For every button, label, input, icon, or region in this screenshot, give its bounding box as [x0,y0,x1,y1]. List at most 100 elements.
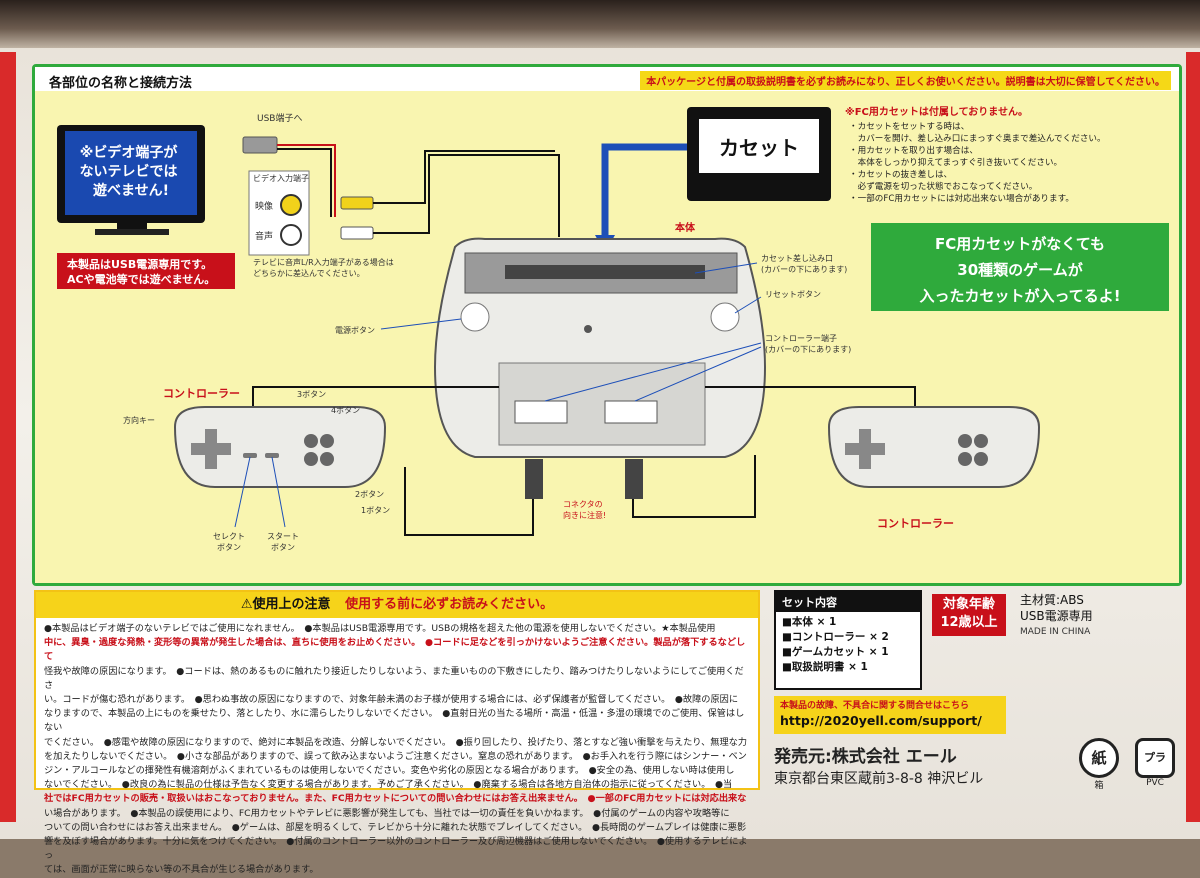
insert-arrow [601,143,687,237]
cartridge-note: 必ず電源を切った状態でおこなってください。 [849,180,1037,192]
age-line-1: 対象年齢 [942,597,995,612]
usb-label: USB端子へ [257,112,302,124]
controller-port-1 [514,400,568,424]
notice-line: 響を及ぼす場合があります。十分に気をつけてください。 ●付属のコントローラー以外… [44,836,748,862]
notice-line: ては、画面が正常に映らない等の不具合が生じる場合があります。 [44,864,319,876]
button-1 [320,452,334,466]
notice-line: なりますので、本製品の上にものを乗せたり、落としたり、水に濡らしたりしないでくだ… [44,708,745,734]
notice-line: ついての問い合わせにはお答え出来ません。 ●ゲームは、部屋を明るくして、テレビか… [44,821,747,833]
controller-left-body [173,406,387,488]
controller-title-left: コントローラー [163,387,240,400]
white-jack-icon [280,224,302,246]
b4-label: 4ボタン [331,406,360,415]
section-title: 各部位の名称と接続方法 [49,76,193,91]
console-label: 本体 [675,221,696,234]
usb-notice-box [57,253,235,289]
select-label-1: セレクト [213,532,245,541]
select-label-2: ボタン [217,543,241,552]
usb-notice-2: ACや電池等では遊べません。 [67,272,215,286]
button-2 [304,452,318,466]
dpad-icon [859,429,871,469]
notice-title: ⚠使用上の注意 [240,597,331,612]
set-contents-title: セット内容 [776,592,920,612]
reset-label: リセットボタン [765,290,821,299]
cartridge-note: カバーを開け、差し込み口にまっすぐ奥まで差込んでください。 [849,132,1106,144]
ports-label-1: コントローラー端子 [765,333,837,343]
notice-title-red: 使用する前に必ずお読みください。 [345,597,554,612]
power-label: 電源ボタン [335,326,375,335]
video-label: 映像 [255,200,273,212]
power-spec: USB電源専用 [1020,609,1093,623]
power-button [460,302,490,332]
usb-notice-1: 本製品はUSB電源専用です。 [67,257,212,271]
notice-body: ●本製品はビデオ端子のないテレビではご使用になれません。 ●本製品はUSB電源専… [44,622,750,878]
cartridge-note: ・カセットをセットする時は、 [849,121,969,132]
start-label-1: スタート [267,532,299,541]
notice-line: でください。 ●感電や故障の原因になりますので、絶対に本製品を改造、分解しないで… [44,736,748,748]
material-line: 主材質:ABS [1020,593,1084,607]
cartridge-note: ・用カセットを取り出す場合は、 [849,144,978,156]
set-item: ■コントローラー × 2 [782,631,889,643]
tv-text-1: ※ビデオ端子が [80,144,179,161]
dpad-label: 方向キー [123,415,155,425]
promo-line-2: 30種類のゲームが [957,261,1083,279]
button-4 [320,434,334,448]
select-button [243,453,257,458]
material-info: 主材質:ABS USB電源専用 MADE IN CHINA [1020,592,1093,640]
plastic-recycle-mark: プラ PVC [1132,738,1178,788]
safety-notice: ⚠使用上の注意 使用する前に必ずお読みください。 ●本製品はビデオ端子のないテレ… [34,590,760,875]
made-in: MADE IN CHINA [1020,627,1091,637]
b1-label: 1ボタン [361,506,390,515]
box-top-edge [0,0,1200,48]
video-input-box [248,170,310,256]
set-item: ■取扱説明書 × 1 [782,661,868,673]
audio-note-1: テレビに音声L/R入力端子がある場合は [253,257,394,267]
controller-right-body [827,406,1041,488]
maker-address: 東京都台東区蔵前3-8-8 神沢ビル [774,771,984,787]
connector-note-1: コネクタの [563,500,603,509]
diagram-panel: 各部位の名称と接続方法 本パッケージと付属の取扱説明書を必ずお読みになり、正しく… [32,64,1182,586]
ports-label-2: (カバーの下にあります) [765,345,851,354]
red-side-left [0,52,16,822]
cartridge-note: ・一部のFC用カセットには対応出来ない場合があります。 [849,192,1074,204]
audio-label: 音声 [255,230,273,242]
notice-line: 怪我や故障の原因になります。 ●コードは、熱のあるものに触れたり接近したりしない… [44,665,744,691]
set-item: ■本体 × 1 [782,616,837,628]
notice-line: ジン・アルコールなどの揮発性有機溶剤がふくまれているものは使用しないでください。… [44,765,735,777]
notice-line: い場合があります。 ●本製品の誤使用により、FC用カセットやテレビに悪影響が発生… [44,807,730,819]
reset-button [710,302,740,332]
controller-title-right: コントローラー [877,517,954,530]
cartridge-label: カセット [719,136,799,160]
red-side-right [1186,52,1200,822]
usb-plug-icon [242,136,278,154]
paper-recycle-label: 箱 [1094,781,1104,791]
dpad-icon [205,429,217,469]
set-item: ■ゲームカセット × 1 [782,646,889,658]
notice-line: 社ではFC用カセットの販売・取扱いはおこなっておりません。また、FC用カセットに… [44,793,747,805]
audio-note-2: どちらかに差込んでください。 [253,268,365,278]
notice-line: ないでください。 ●改良の為に製品の仕様は予告なく変更する場合があります。予めご… [44,779,733,791]
controller-port-2 [604,400,658,424]
connector-plug-1 [525,459,543,499]
top-warning: 本パッケージと付属の取扱説明書を必ずお読みになり、正しくお使いください。説明書は… [640,71,1171,90]
notice-line: い。コードが傷む恐れがあります。 ●思わぬ事故の原因になりますので、対象年齢未満… [44,694,739,706]
support-url[interactable]: http://2020yell.com/support/ [780,713,982,728]
slot-label-1: カセット差し込み口 [761,253,833,263]
promo-box [871,223,1169,311]
connector-note-2: 向きに注意! [563,510,606,520]
plastic-recycle-label: PVC [1146,778,1164,788]
start-button [265,453,279,458]
video-input-label: ビデオ入力端子 [253,173,309,183]
notice-line: を加えたりしないでください。 ●小さな部品がありますので、誤って飲み込まないよう… [44,750,747,762]
tv-screen-text: ※ビデオ端子が ないテレビでは 遊べません! [80,144,183,199]
set-contents: セット内容 ■本体 × 1 ■コントローラー × 2 ■ゲームカセット × 1 ■取扱… [774,590,922,690]
age-line-2: 12歳以上 [940,615,998,630]
notice-line: 中に、異臭・過度な発熱・変形等の異常が発生した場合は、直ちに使用をお止めください… [44,637,746,663]
cartridge-note: ・カセットの抜き差しは、 [849,168,952,180]
button-3 [304,434,318,448]
b2-label: 2ボタン [355,490,384,499]
connection-diagram: ※ビデオ端子が ないテレビでは 遊べません! USB端子へ ビデオ入力端子 映像… [57,105,1169,552]
paper-recycle-mark: 紙 箱 [1076,738,1122,791]
promo-line-3: 入ったカセットが入ってるよ! [919,287,1120,305]
